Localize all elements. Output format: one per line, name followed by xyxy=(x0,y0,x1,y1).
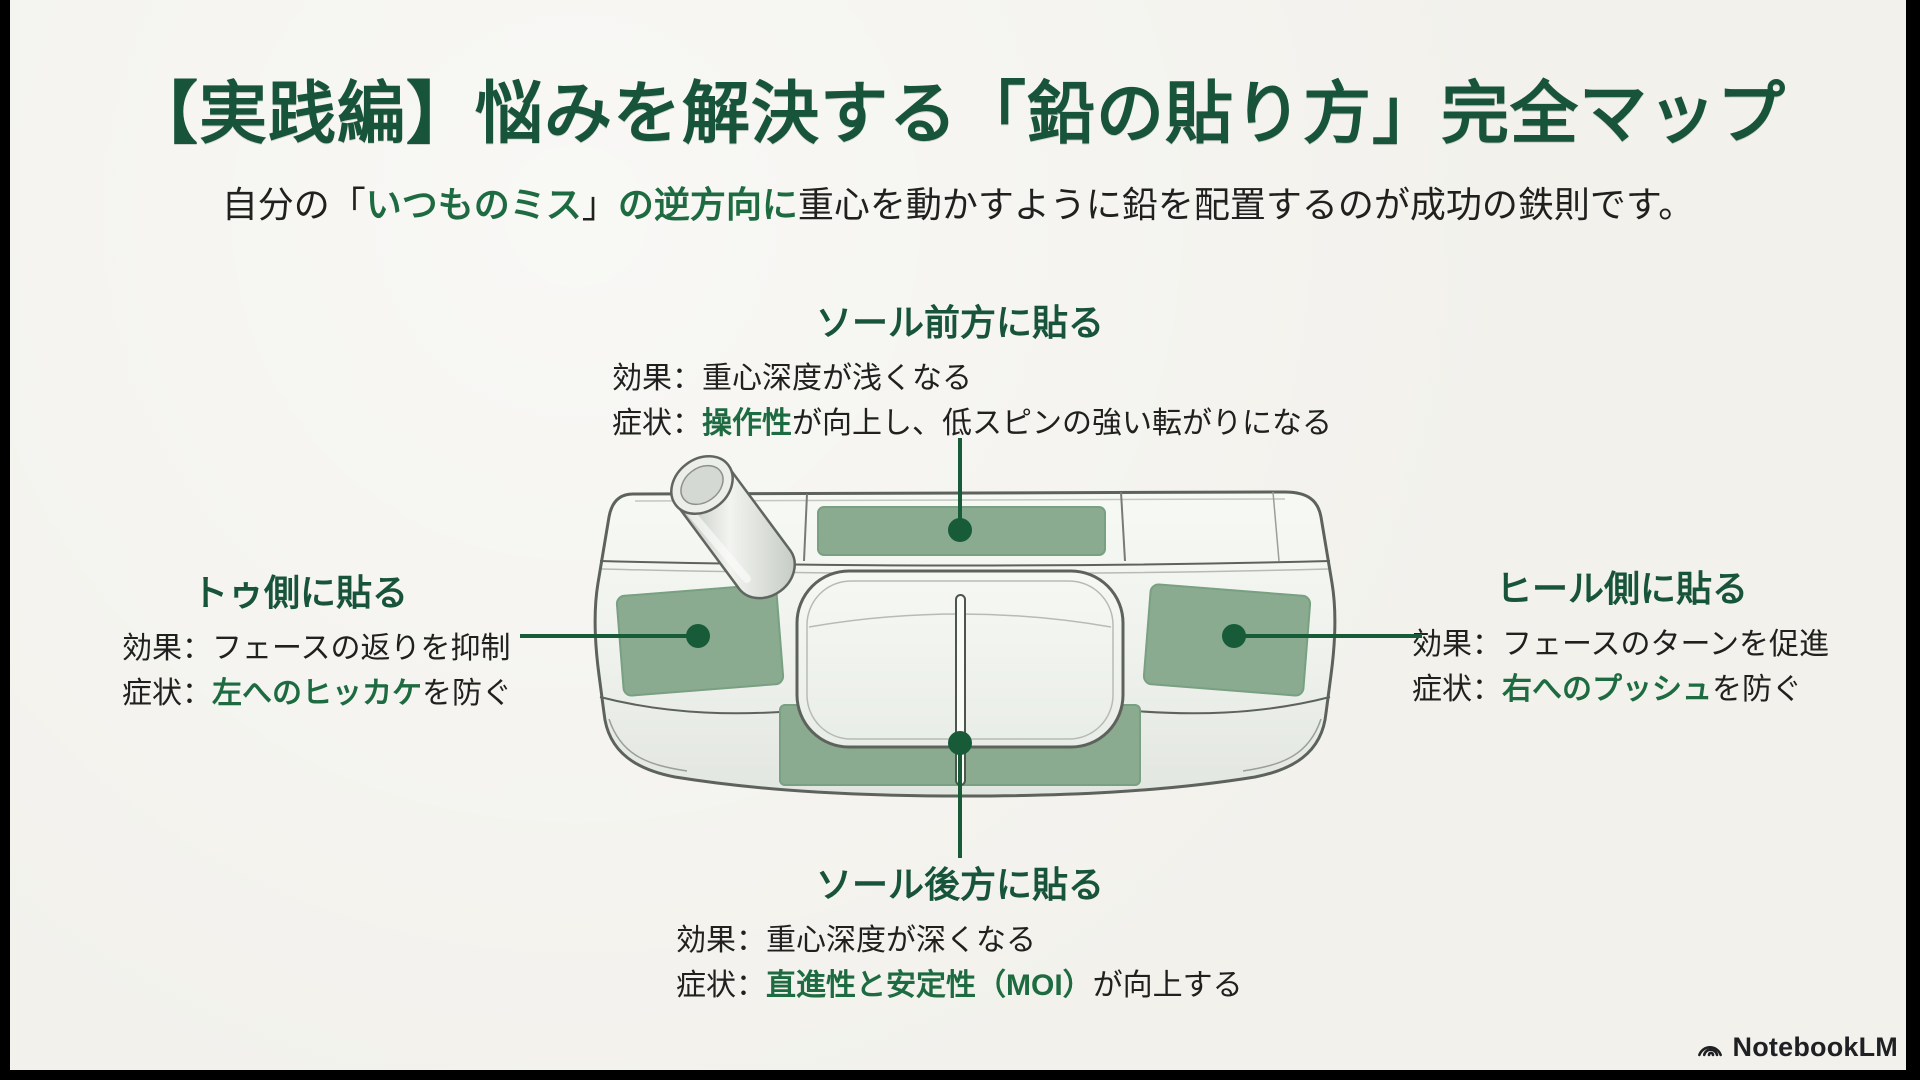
text-segment: 自分の「 xyxy=(221,184,366,225)
text-segment: を防ぐ xyxy=(1712,673,1802,706)
annotation-sole-front-symptom: 症状：操作性が向上し、低スピンの強い転がりになる xyxy=(590,401,1332,446)
letterbox-bar-right xyxy=(1906,0,1920,1080)
text-segment: の逆方向に xyxy=(617,184,798,225)
connector-sole-rear xyxy=(958,745,962,858)
annotation-sole-rear-heading: ソール後方に貼る xyxy=(815,864,1104,905)
text-segment: が向上し、低スピンの強い転がりになる xyxy=(792,407,1332,440)
notebooklm-wordmark: NotebookLM xyxy=(1732,1032,1898,1062)
annotation-toe-symptom: 症状：左へのヒッカケを防ぐ xyxy=(88,671,512,716)
text-segment: 右へのプッシュ xyxy=(1502,673,1712,706)
annotation-toe-heading: トゥ側に貼る xyxy=(191,572,408,613)
text-segment: 直進性と安定性（MOI） xyxy=(766,969,1093,1002)
page-subtitle: 自分の「いつものミス」の逆方向に重心を動かすように鉛を配置するのが成功の鉄則です… xyxy=(10,176,1906,228)
text-segment: 効果：フェースの返りを抑制 xyxy=(122,632,511,665)
text-segment: 症状： xyxy=(1412,673,1502,706)
annotation-sole-front: ソール前方に貼る 効果：重心深度が浅くなる 症状：操作性が向上し、低スピンの強い… xyxy=(590,294,1332,446)
annotation-heel-heading: ヒール側に貼る xyxy=(1495,568,1748,609)
text-segment: 左へのヒッカケ xyxy=(212,677,422,710)
letterbox-bar-bottom xyxy=(0,1070,1920,1080)
annotation-heel: ヒール側に貼る 効果：フェースのターンを促進 症状：右へのプッシュを防ぐ xyxy=(1402,560,1842,712)
text-segment: 効果：フェースのターンを促進 xyxy=(1412,628,1829,661)
connector-dot-toe xyxy=(686,624,710,648)
annotation-sole-front-heading: ソール前方に貼る xyxy=(815,302,1104,343)
connector-dot-heel xyxy=(1222,624,1246,648)
text-segment: 」 xyxy=(581,184,618,225)
connector-dot-sole-front xyxy=(948,518,972,542)
text-segment: いつものミス xyxy=(365,184,582,225)
text-segment: 効果：重心深度が浅くなる xyxy=(612,362,972,395)
text-segment: が向上する xyxy=(1092,969,1243,1002)
text-segment: 重心を動かすように鉛を配置するのが成功の鉄則です。 xyxy=(797,184,1695,225)
notebooklm-icon xyxy=(1697,1045,1722,1056)
annotation-heel-effect: 効果：フェースのターンを促進 xyxy=(1402,622,1842,667)
annotation-toe: トゥ側に貼る 効果：フェースの返りを抑制 症状：左へのヒッカケを防ぐ xyxy=(88,564,512,716)
text-segment: 症状： xyxy=(122,677,212,710)
text-segment: 症状： xyxy=(676,969,766,1002)
page-title: 【実践編】悩みを解決する「鉛の貼り方」完全マップ xyxy=(129,76,1786,152)
text-segment: 効果：重心深度が深くなる xyxy=(676,924,1036,957)
text-segment: 操作性 xyxy=(702,407,792,440)
notebooklm-branding: NotebookLM xyxy=(1695,1032,1898,1063)
letterbox-bar-left xyxy=(0,0,10,1080)
face-band-line xyxy=(599,560,1331,567)
connector-sole-front xyxy=(958,438,962,530)
text-segment: 症状： xyxy=(612,407,702,440)
connector-toe xyxy=(520,634,700,638)
annotation-toe-effect: 効果：フェースの返りを抑制 xyxy=(88,626,512,671)
annotation-sole-rear-effect: 効果：重心深度が深くなる xyxy=(600,918,1320,963)
annotation-sole-rear: ソール後方に貼る 効果：重心深度が深くなる 症状：直進性と安定性（MOI）が向上… xyxy=(600,856,1320,1008)
annotation-sole-rear-symptom: 症状：直進性と安定性（MOI）が向上する xyxy=(600,963,1320,1008)
connector-dot-sole-rear xyxy=(948,731,972,755)
text-segment: を防ぐ xyxy=(422,677,512,710)
annotation-sole-front-effect: 効果：重心深度が浅くなる xyxy=(590,356,1330,401)
annotation-heel-symptom: 症状：右へのプッシュを防ぐ xyxy=(1402,667,1842,712)
connector-heel xyxy=(1242,634,1422,638)
